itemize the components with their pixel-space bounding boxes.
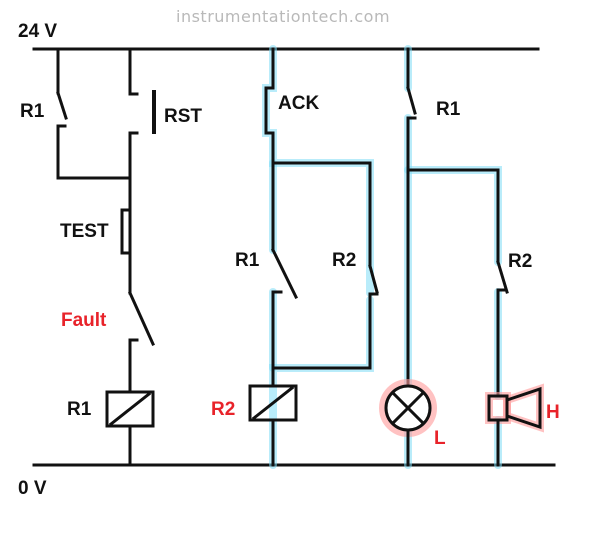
- watermark: instrumentationtech.com: [176, 7, 390, 26]
- r2-contact-mid: [271, 161, 379, 370]
- ack-label: ACK: [278, 93, 319, 114]
- r1-coil: [105, 390, 155, 467]
- rung-2: ACK R1 R2 R2: [211, 45, 379, 469]
- test-label: TEST: [60, 221, 109, 242]
- r1-contact-mid-label: R1: [235, 250, 260, 271]
- r1-contact-right: [406, 47, 417, 385]
- rail-label-0v: 0 V: [18, 478, 47, 499]
- rail-label-24v: 24 V: [18, 21, 57, 42]
- rung-3: R1 R2 L H: [379, 45, 560, 469]
- horn-icon: [485, 383, 544, 467]
- r1-contact-right-label: R1: [436, 99, 461, 120]
- r1-contact-left-label: R1: [20, 101, 45, 122]
- horn-label: H: [546, 402, 560, 423]
- rst-pushbutton: [128, 47, 156, 257]
- r2-coil: [248, 384, 298, 467]
- r2-contact-right: [496, 168, 509, 398]
- r2-coil-label: R2: [211, 399, 235, 420]
- r1-contact-mid: [270, 247, 299, 388]
- fault-label: Fault: [61, 310, 107, 331]
- test-pushbutton: [120, 208, 132, 255]
- r2-contact-mid-label: R2: [332, 250, 356, 271]
- rst-label: RST: [164, 106, 202, 127]
- r1-coil-label: R1: [67, 399, 92, 420]
- r2-contact-right-label: R2: [508, 251, 532, 272]
- rung-1: R1 RST TEST Fault: [20, 47, 202, 467]
- fault-contact: [128, 253, 155, 394]
- lamp-icon: [379, 379, 437, 467]
- ack-pushbutton: [264, 47, 275, 252]
- r1-contact-left: [56, 47, 68, 180]
- lamp-label: L: [434, 428, 446, 449]
